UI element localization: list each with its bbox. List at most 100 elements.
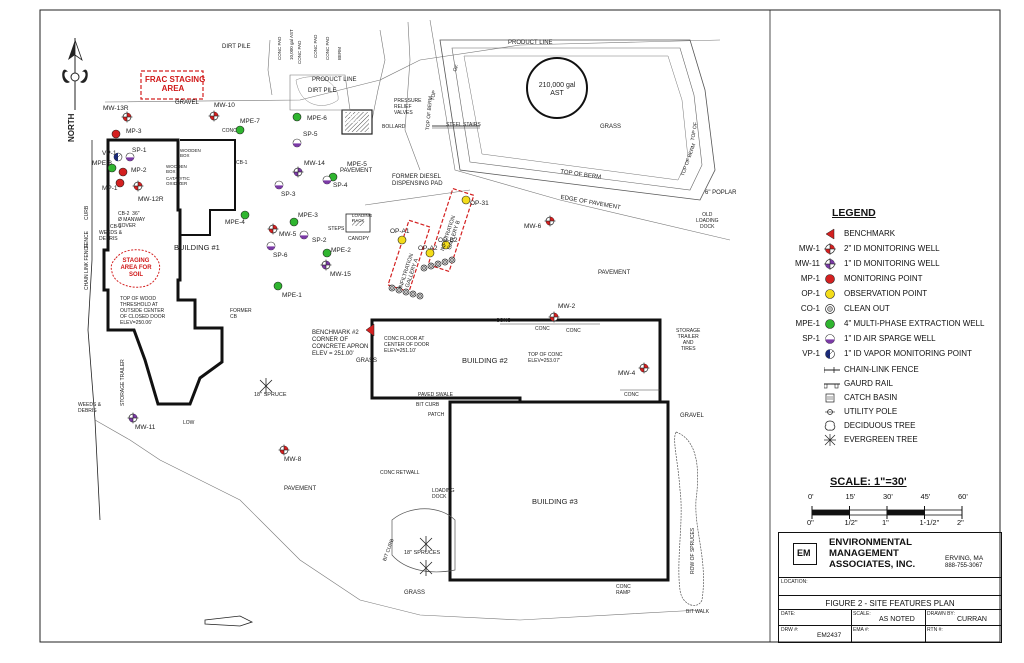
spruces-label: 18" SPRUCES: [404, 550, 441, 556]
company-phone: 888-755-3067: [945, 563, 983, 569]
well-label: MPE-7: [240, 118, 260, 125]
gallery-a-point-icon: [409, 290, 417, 298]
decid-icon: [824, 420, 836, 431]
benchmark-icon: [365, 323, 375, 337]
well-mw-2-icon: [548, 311, 560, 323]
well-label: MPE-8: [92, 160, 112, 167]
conc-label: CONC: [222, 128, 237, 134]
well-label: SP-4: [333, 182, 348, 189]
well-mp-2-icon: [118, 167, 128, 177]
well-mw-4-icon: [638, 362, 650, 374]
former-diesel-label: FORMER DIESEL DISPENSING PAD: [392, 174, 443, 187]
legend-text: UTILITY POLE: [844, 407, 898, 416]
conc-pad-label: CONC PAD: [297, 40, 302, 64]
ever-icon: [824, 434, 836, 446]
well-label: OP-A1: [390, 228, 410, 235]
soil-staging-area: [110, 249, 161, 288]
ast-pad-label: 10,000 gal AST: [289, 29, 294, 60]
legend-code: MPE-1: [795, 319, 820, 328]
well-label: MW-6: [524, 223, 542, 230]
conc-label: CONC: [535, 326, 550, 332]
benchmark-note: BENCHMARK #2 CORNER OF CONCRETE APRON EL…: [312, 330, 369, 357]
wooden-box-label: WOODEN BOX: [180, 148, 201, 158]
legend-row: DECIDUOUS TREE: [780, 419, 1000, 433]
cb1-label: CB-1: [236, 160, 248, 166]
building-3-label: BUILDING #3: [532, 497, 578, 506]
well-label: MW-8: [284, 456, 302, 463]
well-mp-1-icon: [115, 178, 125, 188]
gallery-b-point-icon: [448, 256, 456, 264]
well-mw-5-icon: [267, 223, 279, 235]
steps-label: STEPS: [328, 226, 345, 232]
patch-label: PATCH: [428, 412, 445, 418]
drw-label: DRW #:: [781, 627, 799, 633]
well-sp-2-icon: [299, 230, 309, 240]
rail-icon: [824, 383, 840, 389]
well-mw-6-icon: [544, 215, 556, 227]
canopy-label: CANOPY: [348, 236, 370, 242]
well-sp-1-icon: [125, 152, 135, 162]
legend-text: CLEAN OUT: [844, 304, 890, 313]
fence-icon: [824, 367, 840, 373]
mw2-icon: [824, 243, 836, 255]
well-mw-11-icon: [127, 412, 139, 424]
bollard-label: BOLLARD: [382, 124, 406, 130]
well-sp-5-icon: [292, 138, 302, 148]
well-mw-14-icon: [292, 166, 304, 178]
logo-text: EM: [797, 548, 811, 558]
conc-pad-label: CONC PAD: [277, 36, 282, 60]
pole-icon: [825, 409, 835, 415]
co-icon: [825, 304, 835, 314]
scale-tick-top: 60': [958, 492, 968, 501]
north-arrow-icon: [62, 38, 88, 110]
legend-text: 2" ID MONITORING WELL: [844, 244, 940, 253]
scale-tick-bottom: 1-1/2": [919, 518, 940, 527]
loading-rack-label: LOADING RACK: [352, 213, 373, 223]
well-mw-13r-icon: [121, 111, 133, 123]
op-icon: [825, 289, 835, 299]
gallery-a-point-icon: [416, 292, 424, 300]
well-label: MW-15: [330, 271, 351, 278]
building-2-label: BUILDING #2: [462, 356, 508, 365]
gallery-a-point-icon: [402, 288, 410, 296]
legend-text: 1" ID VAPOR MONITORING POINT: [844, 349, 972, 358]
product-line-label: PRODUCT LINE: [508, 40, 553, 46]
well-mw-15-icon: [320, 259, 332, 271]
chain-link-label: CHAIN LINK FENCE: [84, 243, 90, 290]
scale-tick-bottom: 0": [807, 518, 814, 527]
well-label: MW-10: [214, 102, 235, 109]
well-sp-6-icon: [266, 241, 276, 251]
well-op-a2-icon: [425, 248, 435, 258]
well-label: MPE-3: [298, 212, 318, 219]
well-label: MW-13R: [103, 105, 129, 112]
product-line-label: PRODUCT LINE: [312, 77, 357, 83]
spruce-label: 18" SPRUCE: [254, 392, 287, 398]
frac-staging-label: FRAC STAGING AREA: [145, 75, 206, 93]
legend-row: UTILITY POLE: [780, 405, 1000, 419]
well-mp-3-icon: [111, 129, 121, 139]
well-label: MPE-5: [347, 161, 367, 168]
benchmark-icon: [825, 228, 835, 240]
well-label: MPE-4: [225, 219, 245, 226]
legend-code: MW-11: [794, 259, 820, 268]
mw1-icon: [824, 258, 836, 270]
legend-code: SP-1: [802, 334, 820, 343]
bit-walk-label: BIT WALK: [686, 609, 710, 615]
wooden-box-label: WOODEN BOX: [166, 164, 187, 174]
soil-staging-label: STAGING AREA FOR SOIL: [120, 258, 152, 278]
figure-title: FIGURE 2 - SITE FEATURES PLAN: [825, 599, 955, 608]
legend-text: BENCHMARK: [844, 229, 896, 238]
berm-label: BERM: [337, 46, 342, 60]
location-label: LOCATION:: [781, 579, 808, 585]
well-label: MW-4: [618, 370, 636, 377]
well-sp-4-icon: [322, 175, 332, 185]
mw2-icon: [824, 243, 836, 255]
pavement-label: PAVEMENT: [284, 486, 317, 492]
